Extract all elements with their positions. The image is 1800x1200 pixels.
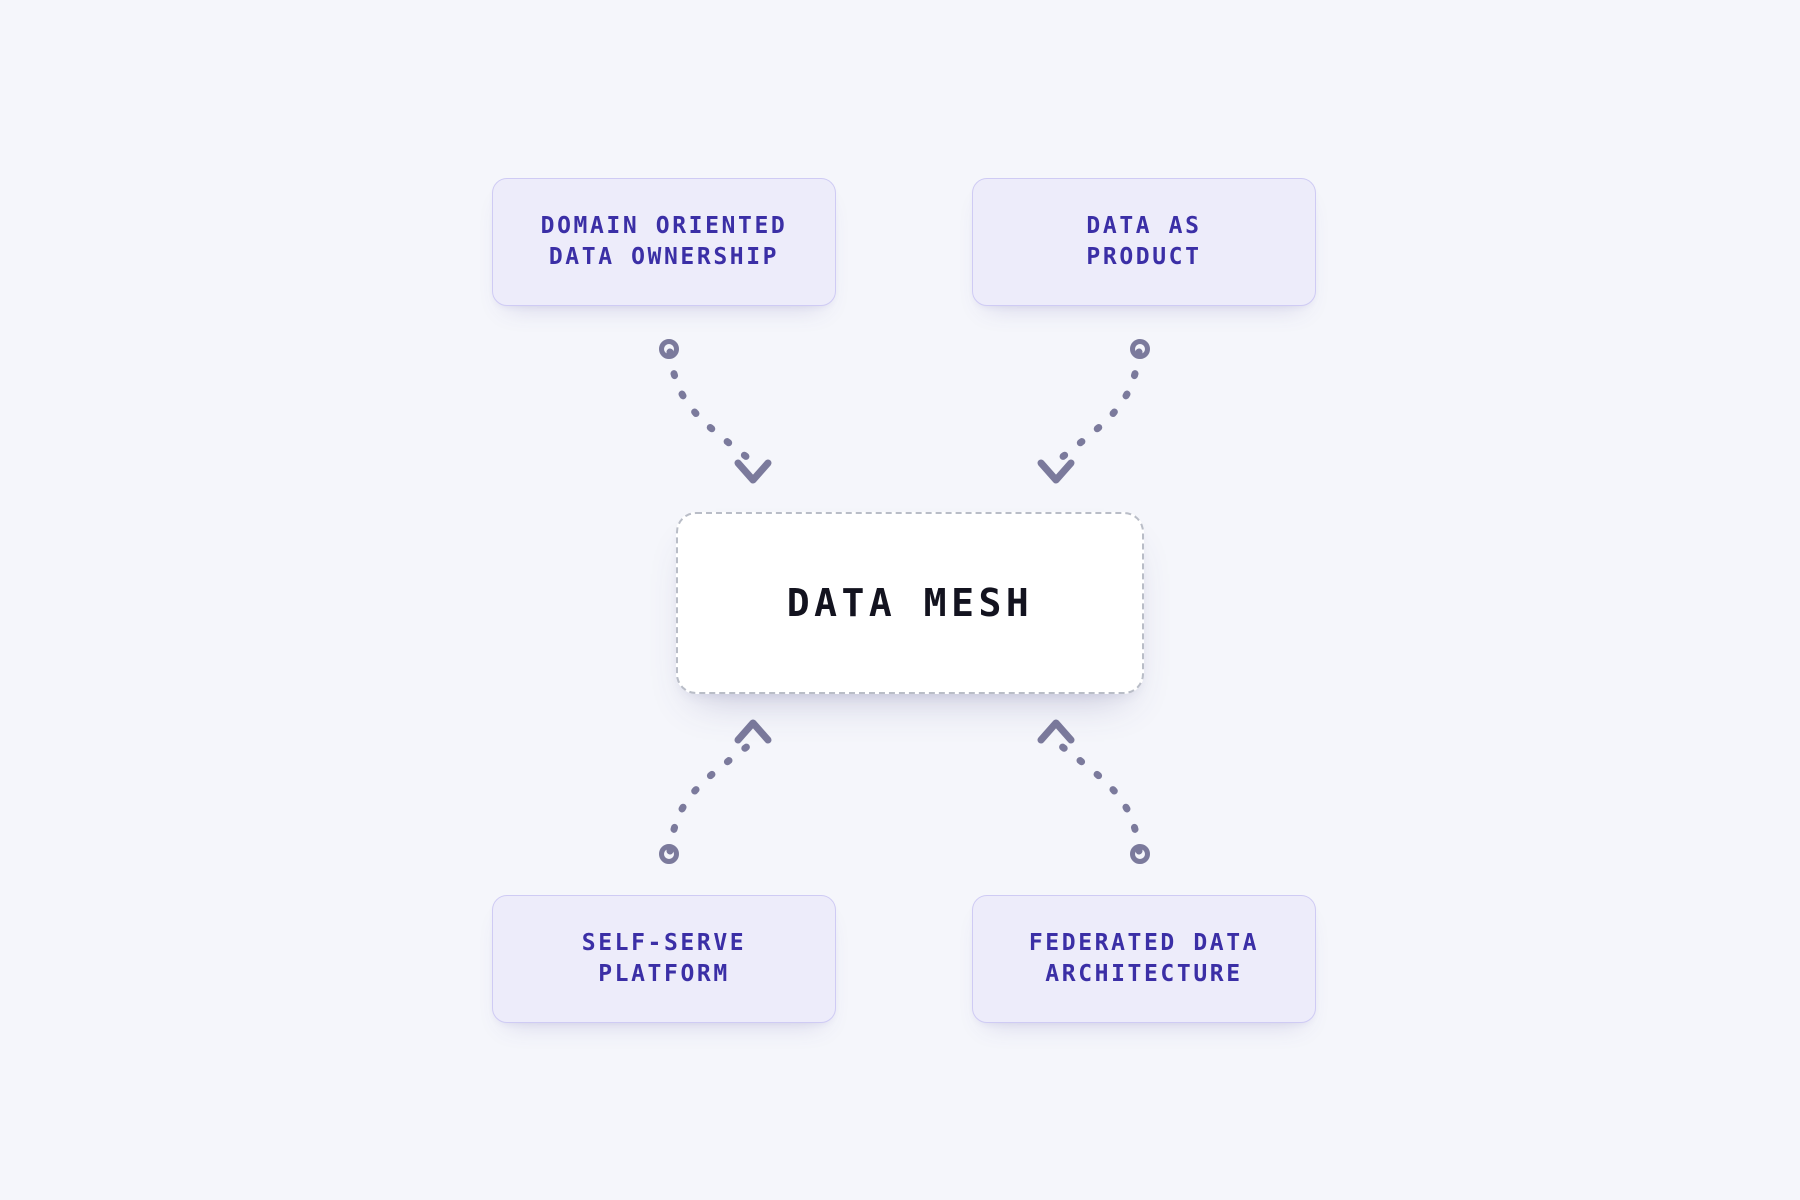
connector-bottom-right-arrowhead-icon <box>1037 719 1075 744</box>
connector-top-left <box>659 339 772 484</box>
connector-top-right-start-dot <box>1130 339 1150 359</box>
pillar-card-domain-oriented-data-ownership[interactable]: DOMAIN ORIENTED DATA OWNERSHIP <box>492 178 836 306</box>
connector-top-left-start-dot <box>659 339 679 359</box>
pillar-label: DOMAIN ORIENTED DATA OWNERSHIP <box>540 212 788 270</box>
connector-bottom-left-arrowhead-icon <box>734 719 772 744</box>
connector-bottom-left-path <box>666 738 757 855</box>
core-node-label: DATA MESH <box>786 581 1034 625</box>
pillar-card-self-serve-platform[interactable]: SELF-SERVE PLATFORM <box>492 895 836 1023</box>
connector-top-right <box>1037 339 1150 484</box>
pillar-card-federated-data-architecture[interactable]: FEDERATED DATA ARCHITECTURE <box>972 895 1316 1023</box>
connector-bottom-right-start-dot <box>1130 844 1150 864</box>
pillar-card-data-as-product[interactable]: DATA AS PRODUCT <box>972 178 1316 306</box>
pillar-label: DATA AS PRODUCT <box>1086 212 1202 270</box>
connector-top-right-arrowhead-icon <box>1037 459 1075 484</box>
connector-top-left-path <box>666 348 757 466</box>
pillar-label: FEDERATED DATA ARCHITECTURE <box>1028 929 1260 987</box>
connector-bottom-left-start-dot <box>659 844 679 864</box>
connector-bottom-right-path <box>1052 738 1143 855</box>
connector-top-right-path <box>1052 348 1143 466</box>
connector-bottom-right <box>1037 719 1150 864</box>
connector-top-left-arrowhead-icon <box>734 459 772 484</box>
connector-bottom-left <box>659 719 772 864</box>
pillar-label: SELF-SERVE PLATFORM <box>581 929 747 987</box>
core-node-data-mesh[interactable]: DATA MESH <box>676 512 1144 694</box>
